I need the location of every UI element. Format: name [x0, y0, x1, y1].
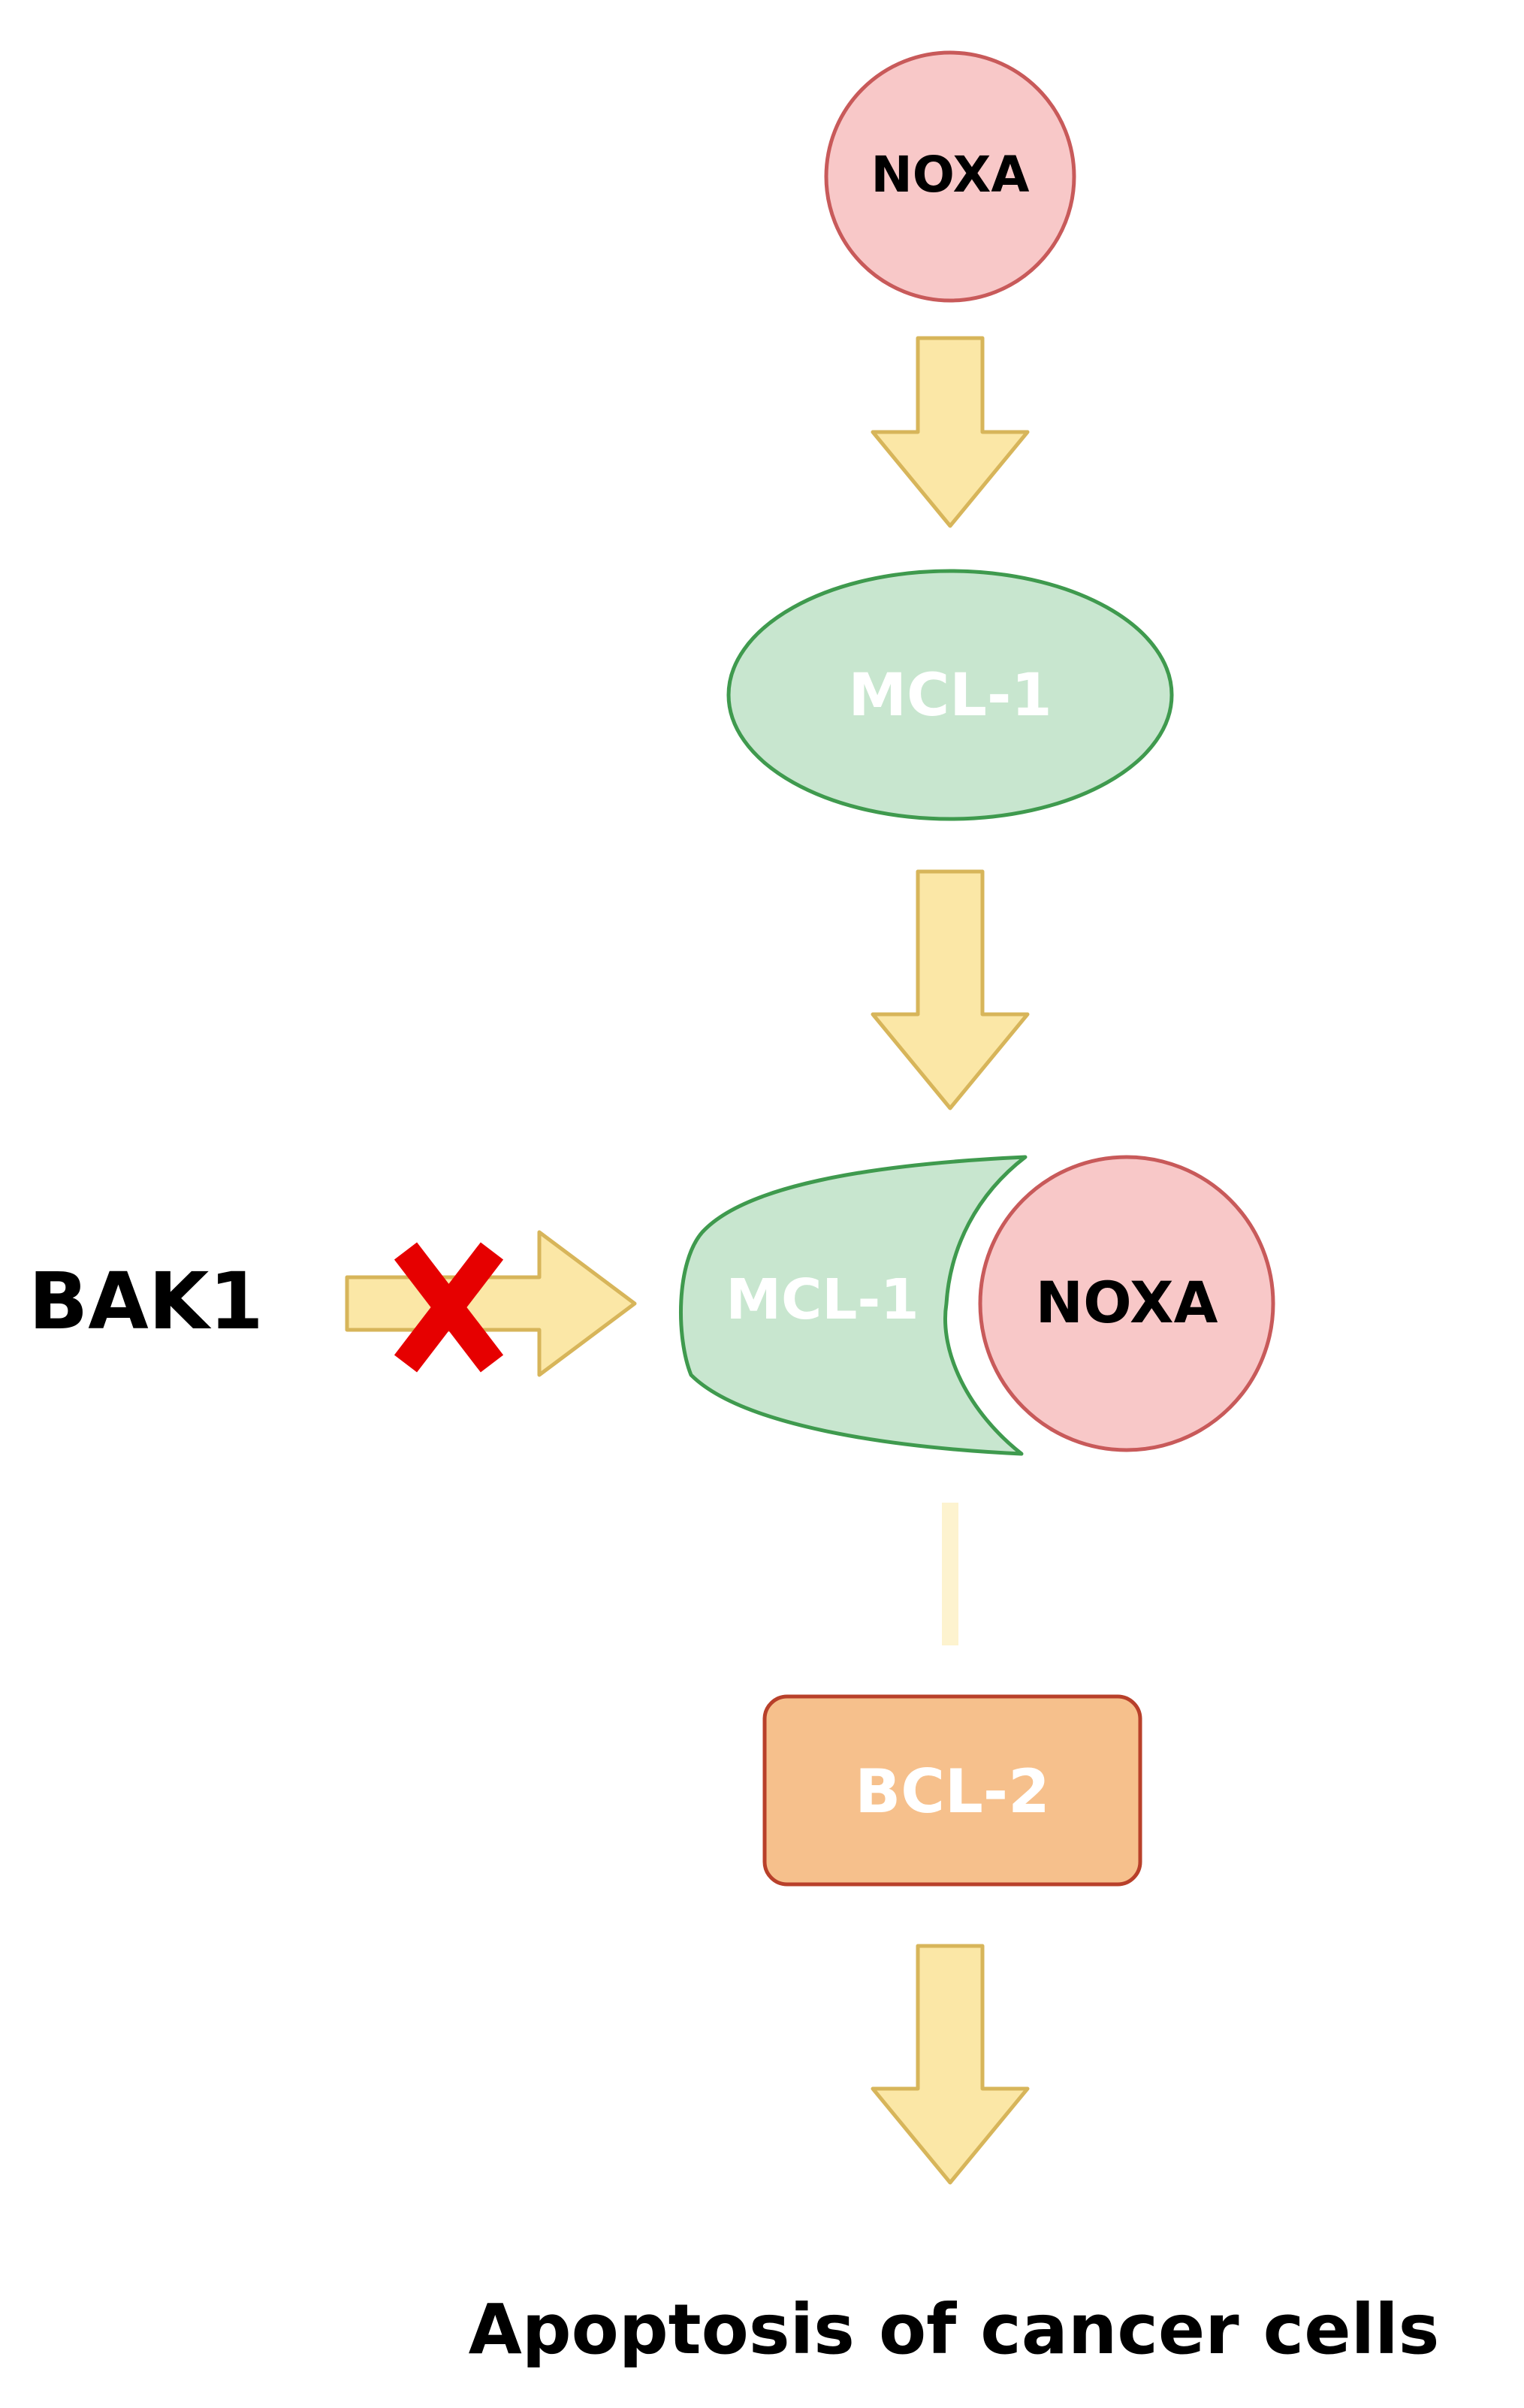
apoptosis-label: Apoptosis of cancer cells — [469, 2289, 1440, 2370]
arrow-noxa-to-mcl1 — [871, 336, 1030, 528]
noxa-label-top: NOXA — [871, 146, 1030, 204]
blocked-arrow-bak1 — [345, 1230, 637, 1377]
mcl1-node-middle: MCL-1 — [726, 569, 1174, 821]
arrow-bak1-to-complex — [345, 1230, 637, 1377]
arrow-mcl1-to-complex — [871, 869, 1030, 1110]
bcl2-label: BCL-2 — [855, 1757, 1050, 1826]
bak1-label: BAK1 — [29, 1255, 264, 1347]
noxa-label-complex: NOXA — [1036, 1269, 1218, 1336]
bcl2-box — [762, 1694, 1142, 1887]
mcl1-label-middle: MCL-1 — [848, 662, 1052, 730]
arrow-bcl2-to-apoptosis — [871, 1944, 1030, 2185]
mcl1-crescent — [679, 1155, 1028, 1456]
blocked-x-mark — [394, 1242, 504, 1373]
noxa-circle-top — [824, 50, 1076, 303]
mcl1-ellipse — [726, 569, 1174, 821]
mcl1-label-complex: MCL-1 — [726, 1267, 919, 1332]
noxa-circle-complex — [978, 1155, 1275, 1452]
bcl2-node: BCL-2 — [762, 1694, 1142, 1887]
mcl1-noxa-complex: MCL-1 NOXA — [679, 1155, 1275, 1456]
noxa-node-top: NOXA — [824, 50, 1076, 303]
